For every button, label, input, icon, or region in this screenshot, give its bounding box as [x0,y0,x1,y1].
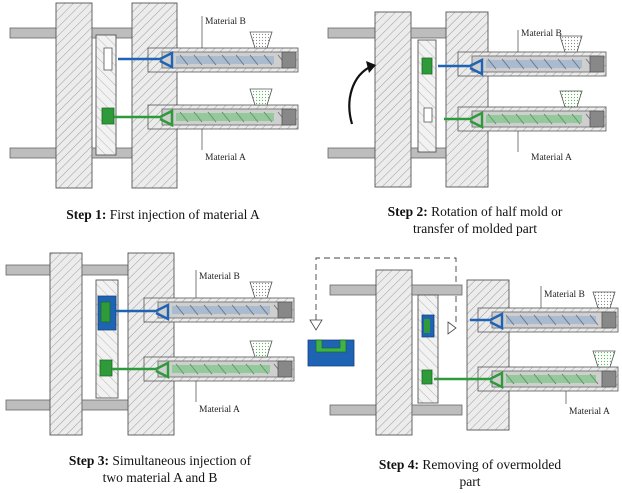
step-2-text-line2: transfer of molded part [412,221,538,236]
label-material-b-4: Material B [544,290,585,300]
step-1-text: First injection of material A [109,207,260,222]
material-a-part [101,107,115,125]
fixed-platen [55,2,93,189]
panel-step-2: Material B Material A [327,11,607,188]
label-material-b: Material B [205,17,246,27]
label-material-a-4: Material A [569,407,610,417]
step-4-label: Step 4: [378,457,419,472]
caption-step-3: Step 3: Simultaneous injection of two ma… [10,452,310,486]
label-material-a: Material A [205,153,246,163]
material-a-part-rotated [421,57,433,75]
panel-step-4: Material B Material A [307,257,619,436]
panel-step-3: Material B Material A [5,252,295,436]
step-4-text: Removing of overmolded [422,457,562,472]
step-3-label: Step 3: [68,453,109,468]
caption-step-4: Step 4: Removing of overmolded part [350,456,590,490]
caption-step-1: Step 1: First injection of material A [18,206,308,223]
step-1-label: Step 1: [66,207,107,222]
step-2-text: Rotation of half mold or [431,204,563,219]
hopper-a [249,88,273,106]
caption-step-2: Step 2: Rotation of half mold or transfe… [340,203,610,237]
panel-step-1: Material B Material A [9,2,299,189]
step-3-text-line2: two material A and B [102,470,218,485]
removed-part [307,339,355,367]
rotation-arrow [348,64,373,125]
label-material-b-2: Material B [521,29,562,39]
label-material-b-3: Material B [199,272,240,282]
step-3-text: Simultaneous injection of [112,453,252,468]
moving-platen [131,2,178,189]
step-2-label: Step 2: [387,204,428,219]
label-material-a-3: Material A [199,405,240,415]
step-4-text-line2: part [459,474,481,489]
hopper-b [249,31,273,49]
label-material-a-2: Material A [531,153,572,163]
